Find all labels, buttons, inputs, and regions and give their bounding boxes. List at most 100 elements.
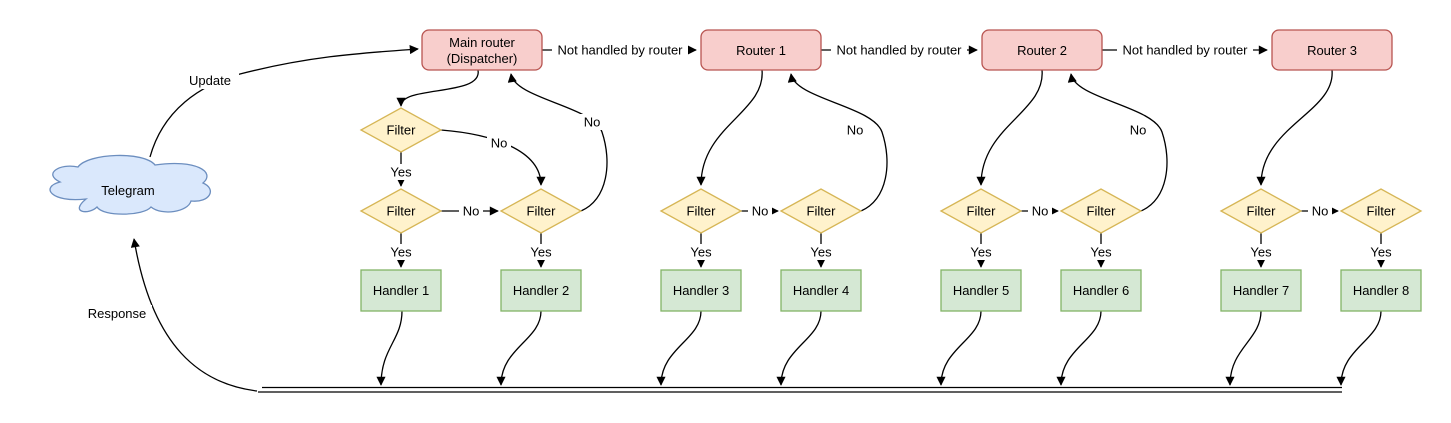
yes-label-1-text: Yes [390,165,412,180]
filter-node-a: Filter [359,107,443,153]
yes-label-1: Yes [387,164,415,180]
yes-label-2-text: Yes [390,245,412,260]
handler-2-label: Handler 2 [513,283,569,298]
edge-handler8-drop [1336,310,1382,386]
filter-node-c: Filter [499,188,583,234]
yes-label-1-bg [387,164,415,180]
edge-handler1-drop [376,310,403,386]
handler-6-shape [1060,269,1142,312]
yes-label-3-text: Yes [530,245,552,260]
yes-label-7: Yes [1087,244,1115,260]
response-label: Response [82,305,152,322]
yes-label-6: Yes [967,244,995,260]
handler-5-label: Handler 5 [953,283,1009,298]
not-handled-label-2-bg [831,42,967,58]
update-label-text: Update [189,73,231,88]
no-label-2-text: No [463,204,480,219]
edge-handler7-drop [1225,310,1262,386]
filter-node-g: Filter [1059,188,1143,234]
yes-label-5-text: Yes [810,245,832,260]
handler-6-node: Handler 6 [1060,269,1142,312]
main-router-shape [421,29,543,71]
main-router-label-line1: Main router [449,35,515,50]
yes-label-9: Yes [1367,244,1395,260]
not-handled-label-1: Not handled by router [552,42,688,58]
edge-router2-to-filter [976,69,1043,186]
handler-1-shape [360,269,442,312]
not-handled-label-3-text: Not handled by router [1122,43,1248,58]
yes-label-3-bg [527,244,555,260]
filter-e-shape [779,188,863,234]
edge-filter-g-no-return [1067,73,1168,212]
handler-4-shape [780,269,862,312]
yes-label-7-bg [1087,244,1115,260]
handler-3-node: Handler 3 [660,269,742,312]
no-label-7-text: No [1130,123,1147,138]
not-handled-label-1-bg [552,42,688,58]
no-label-5-text: No [847,123,864,138]
not-handled-label-2-text: Not handled by router [836,43,962,58]
no-label-4-text: No [752,204,769,219]
filter-node-h: Filter [1219,188,1303,234]
filter-node-i: Filter [1339,188,1423,234]
main-router-node: Main router (Dispatcher) [421,29,543,71]
handler-4-label: Handler 4 [793,283,849,298]
edge-main-router-to-filter [396,69,479,107]
yes-label-4: Yes [687,244,715,260]
yes-label-2-bg [387,244,415,260]
filter-node-b: Filter [359,188,443,234]
no-label-4: No [748,203,772,219]
filter-g-label: Filter [1087,204,1117,219]
no-label-2-bg [459,203,483,219]
edge-router3-to-filter [1256,69,1333,186]
no-label-1: No [487,135,511,151]
yes-label-4-text: Yes [690,245,712,260]
filter-d-label: Filter [687,204,717,219]
filter-h-shape [1219,188,1303,234]
filter-a-shape [359,107,443,153]
filter-b-shape [359,188,443,234]
no-label-3: No [580,114,604,130]
edge-response [130,238,258,392]
filter-a-label: Filter [387,123,417,138]
no-label-7: No [1126,122,1150,138]
router-1-label: Router 1 [736,43,786,58]
filter-g-shape [1059,188,1143,234]
no-label-6-bg [1028,203,1052,219]
no-label-4-bg [748,203,772,219]
handler-2-shape [500,269,582,312]
edge-filter-c-no-return [507,73,608,212]
handler-1-node: Handler 1 [360,269,442,312]
edge-filter-e-no-return [787,73,888,212]
handler-5-shape [940,269,1022,312]
filter-f-label: Filter [967,204,997,219]
handler-4-node: Handler 4 [780,269,862,312]
handler-3-label: Handler 3 [673,283,729,298]
edge-update [149,45,419,158]
update-label-bg [181,72,239,89]
filter-node-f: Filter [939,188,1023,234]
no-label-1-bg [487,135,511,151]
no-label-8-bg [1308,203,1332,219]
filter-i-shape [1339,188,1423,234]
yes-label-8-text: Yes [1250,245,1272,260]
router-3-shape [1271,29,1393,71]
handler-7-node: Handler 7 [1220,269,1302,312]
handler-3-shape [660,269,742,312]
yes-label-6-bg [967,244,995,260]
telegram-label: Telegram [101,183,154,198]
not-handled-label-3-bg [1117,42,1253,58]
handler-5-node: Handler 5 [940,269,1022,312]
router-1-shape [700,29,822,71]
main-router-label-line2: (Dispatcher) [447,51,518,66]
no-label-1-text: No [491,136,508,151]
handler-2-node: Handler 2 [500,269,582,312]
not-handled-label-1-text: Not handled by router [557,43,683,58]
telegram-cloud-node: Telegram [49,154,212,215]
no-label-7-bg [1126,122,1150,138]
filter-d-shape [659,188,743,234]
handler-7-label: Handler 7 [1233,283,1289,298]
yes-label-4-bg [687,244,715,260]
